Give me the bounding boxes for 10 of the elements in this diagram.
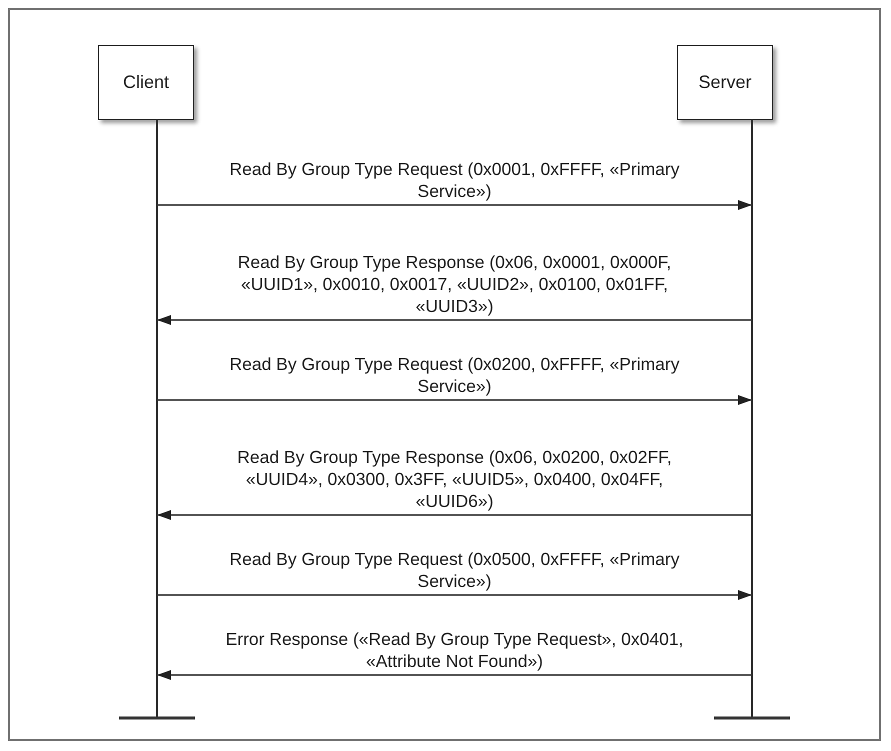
participant-box: Server	[677, 45, 773, 120]
message-arrow	[157, 670, 751, 680]
message-arrow	[158, 395, 752, 405]
message-arrow	[157, 510, 751, 520]
lifeline	[751, 120, 753, 718]
lifeline	[156, 120, 158, 718]
message-arrow	[158, 200, 752, 210]
message-arrow	[157, 315, 751, 325]
participant-box: Client	[98, 45, 194, 120]
message-arrow	[158, 590, 752, 600]
